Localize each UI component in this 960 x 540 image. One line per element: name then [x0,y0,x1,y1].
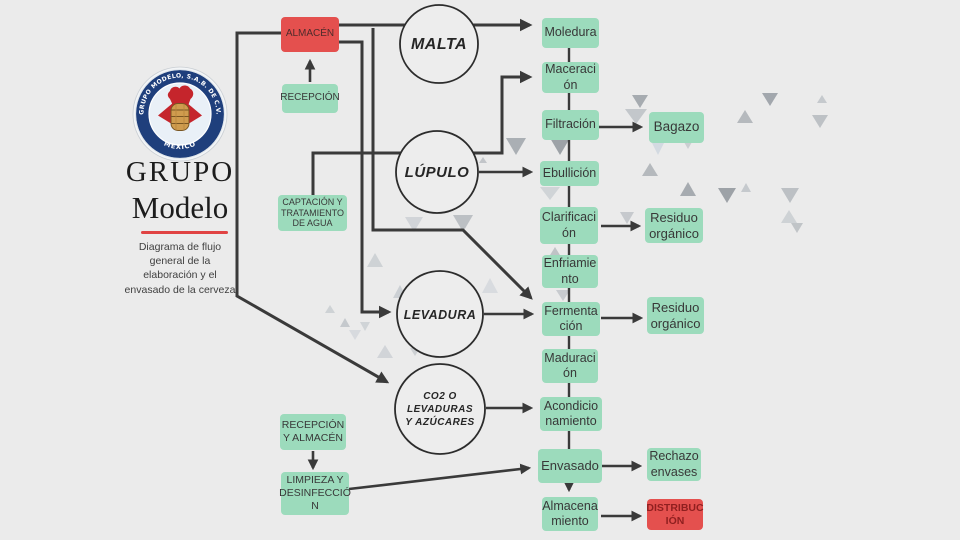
circle-levadura [396,270,484,358]
arrow-almacen-to-co2 [235,31,390,384]
node-envasado: Envasado [538,449,602,483]
node-residuo-organico-1: Residuo orgánico [645,208,703,243]
node-maduracion: Maduraci ón [542,349,598,383]
brand-title-line2: Modelo [131,190,229,225]
arrow-almacen-to-fermentacion [371,28,533,300]
node-recepcion-almacen: RECEPCIÓN Y ALMACÉN [280,414,346,450]
node-captacion-agua: CAPTACIÓN Y TRATAMIENTO DE AGUA [278,195,347,231]
node-levadura-label: LEVADURA [403,308,477,322]
confetti-triangles [325,93,828,358]
logo-barrel-icon [170,103,190,131]
node-moledura: Moledura [542,18,599,48]
brand-title-line1: GRUPO [125,156,235,188]
arrow-almacen-to-levadura [339,40,392,319]
title-underline [141,231,228,234]
node-rechazo-envases: Rechazo envases [647,448,701,481]
node-almacen: ALMACÉN [281,17,339,52]
node-enfriamiento: Enfriamie nto [542,255,598,288]
node-lupulo-label: LÚPULO [404,164,470,181]
node-bagazo: Bagazo [649,112,704,143]
ingredient-circles [394,4,486,455]
circle-lupulo [395,130,479,214]
circle-co2 [394,363,486,455]
node-residuo-organico-2: Residuo orgánico [647,297,704,334]
node-acondicionamiento: Acondicio namiento [540,397,602,431]
node-clarificacion: Clarificaci ón [540,207,598,244]
node-filtracion: Filtración [542,110,599,140]
logo-lion-icon [167,85,194,105]
node-limpieza-desinfeccion: LIMPIEZA Y DESINFECCIÓ N [279,472,351,515]
node-co2-label: CO2 O LEVADURAS Y AZÚCARES [405,391,475,428]
arrow-limpieza-to-envasado [348,463,532,491]
grupo-modelo-logo: GRUPO MODELO, S.A.B. DE C.V. · MEXICO · [132,66,228,162]
node-malta-label: MALTA [410,36,468,53]
diagram-subtitle: Diagrama de flujo general de la elaborac… [124,241,236,296]
node-fermentacion: Fermenta ción [542,302,600,336]
node-distribucion: DISTRIBUC IÓN [646,499,704,530]
node-almacenamiento: Almacena miento [542,497,598,531]
arrow-captacion-to-maceracion [311,70,533,195]
node-recepcion: RECEPCIÓN [280,84,340,113]
circle-malta [399,4,479,84]
node-ebullicion: Ebullición [540,161,599,186]
node-maceracion: Maceraci ón [542,62,599,93]
